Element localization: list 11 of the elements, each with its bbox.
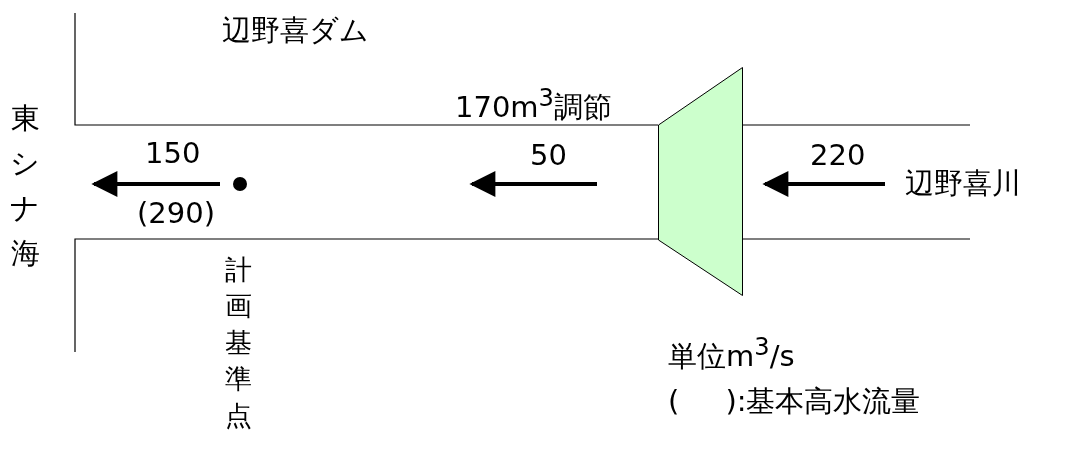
dam-name: 辺野喜ダム [222, 15, 369, 47]
flow-value: 150 [145, 138, 201, 170]
flow-value: (290) [137, 198, 215, 230]
flow-value: 220 [810, 140, 866, 172]
point-label: 計画基準点 [224, 253, 253, 433]
regulation-label: 170m$^{3}$調節 [455, 85, 612, 124]
river-name: 辺野喜川 [905, 168, 1021, 200]
legend-note: ( ):基本高水流量 [668, 386, 921, 418]
sea-label: 東シナ海 [10, 100, 41, 272]
flow-value: 50 [530, 140, 567, 172]
unit-note: 単位m$^{3}$/s [668, 334, 795, 373]
